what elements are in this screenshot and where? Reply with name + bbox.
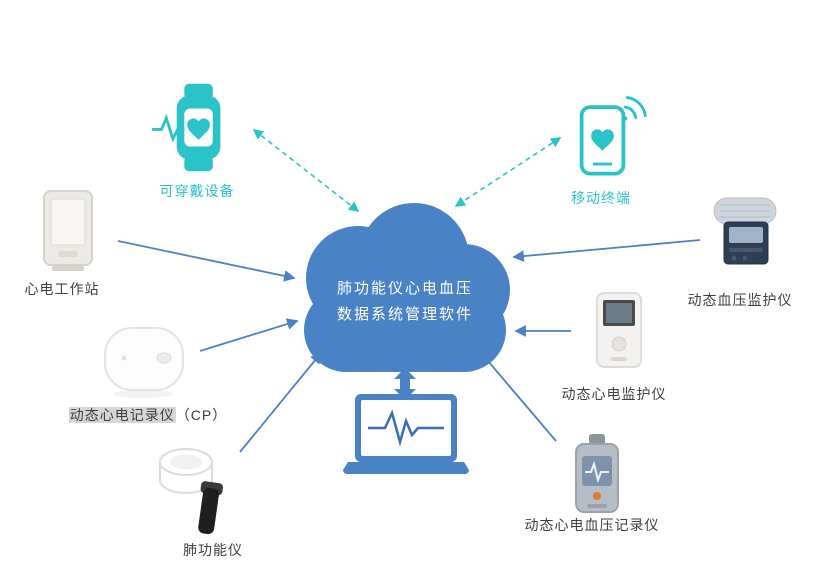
ecg-workstation-label: 心电工作站 xyxy=(24,281,100,297)
laptop-icon xyxy=(340,392,472,478)
holter-recorder-label: 动态心电记录仪（CP） xyxy=(48,407,248,424)
cloud-title-line2: 数据系统管理软件 xyxy=(336,306,473,324)
smartphone-icon xyxy=(555,90,650,185)
bp-monitor-icon xyxy=(700,188,790,278)
wearable-label: 可穿戴设备 xyxy=(159,183,235,199)
holter-recorder-label-suffix: （CP） xyxy=(175,407,228,423)
cloud-title-line1: 肺功能仪心电血压 xyxy=(336,280,473,297)
edge-holter-recorder-cloud xyxy=(199,318,299,352)
spirometer-icon xyxy=(148,438,253,543)
ecg-bp-recorder-label: 动态心电血压记录仪 xyxy=(524,517,660,533)
cloud-shape xyxy=(292,196,518,380)
cloud-title: 肺功能仪心电血压 数据系统管理软件 xyxy=(308,276,502,329)
bp-monitor-label: 动态血压监护仪 xyxy=(687,292,793,308)
ecg-bp-recorder-icon xyxy=(549,430,644,525)
holter-recorder-label-main: 动态心电记录仪 xyxy=(68,407,176,423)
edge-bp-monitor-cloud xyxy=(512,239,701,262)
holter-monitor-label: 动态心电监护仪 xyxy=(561,386,667,402)
spirometer-label: 肺功能仪 xyxy=(183,542,243,558)
mobile-label: 移动终端 xyxy=(571,190,631,206)
holter-recorder-icon xyxy=(97,310,192,405)
ecg-workstation-icon xyxy=(22,187,112,277)
holter-monitor-icon xyxy=(575,288,660,373)
smartwatch-icon xyxy=(152,80,247,175)
edge-workstation-cloud xyxy=(117,240,296,282)
